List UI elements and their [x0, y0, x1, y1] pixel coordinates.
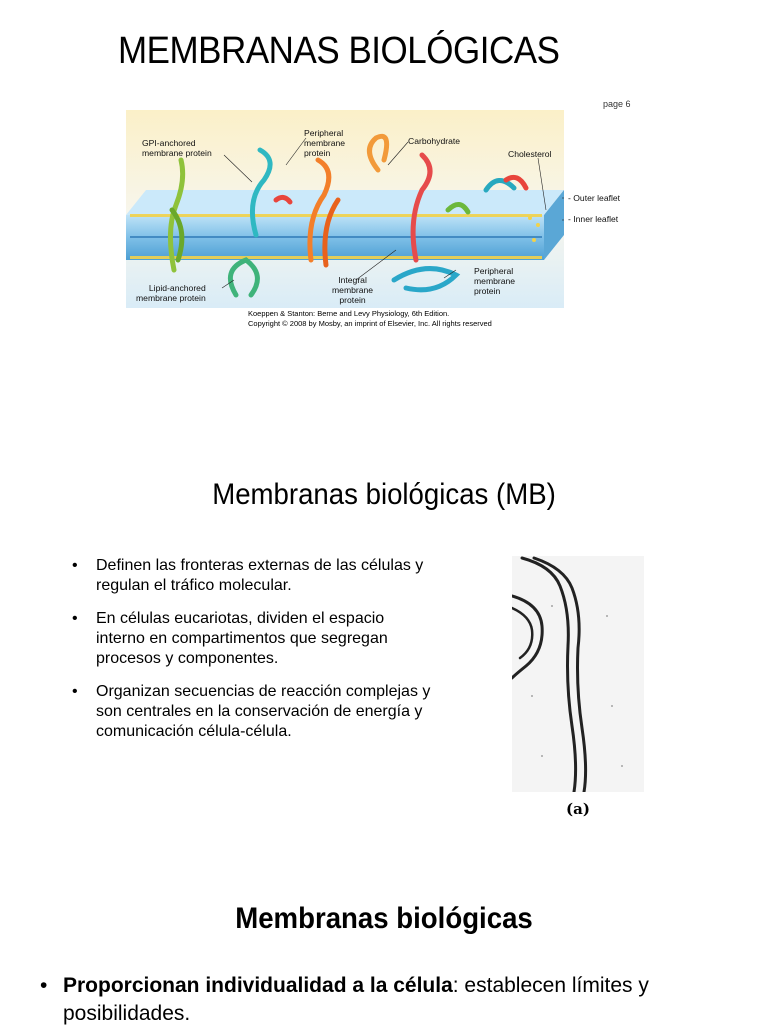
figure-credit: Koeppen & Stanton: Berne and Levy Physio…: [248, 309, 492, 329]
bullet-bold-text: Proporcionan individualidad a la célula: [63, 974, 453, 997]
bullet-rest-text: : establecen límites y posibilidades.: [63, 974, 649, 1025]
label-outer-leaflet: - Outer leaflet: [568, 193, 621, 203]
label-line: Lipid-anchored: [148, 283, 206, 293]
label-text: Outer leaflet: [573, 193, 621, 203]
credit-line: Koeppen & Stanton: Berne and Levy Physio…: [248, 309, 450, 318]
slide-title-membranas-bold: Membranas biológicas: [235, 902, 533, 935]
bullet-item: Definen las fronteras externas de las cé…: [72, 556, 432, 596]
credit-line: Copyright © 2008 by Mosby, an imprint of…: [248, 319, 492, 328]
label-integral-protein: Integral membrane protein: [332, 275, 373, 305]
bullet-item: En células eucariotas, dividen el espaci…: [72, 609, 432, 669]
bullet-dot: •: [40, 974, 48, 997]
membrane-diagram: [126, 110, 564, 308]
label-line: membrane: [332, 285, 374, 295]
label-line: membrane: [304, 138, 346, 148]
electron-micrograph: [512, 556, 644, 792]
label-gpi-anchored-protein: GPI-anchored membrane protein: [142, 138, 212, 158]
label-line: membrane protein: [142, 148, 212, 158]
slide-title-membranas: MEMBRANAS BIOLÓGICAS: [118, 30, 560, 72]
bullet-text: Proporcionan individualidad a la célula:…: [40, 972, 730, 1028]
label-line: protein: [339, 295, 366, 305]
label-line: membrane protein: [136, 293, 206, 303]
micrograph-caption: (a): [566, 800, 590, 818]
slide-title-mb: Membranas biológicas (MB): [212, 478, 556, 511]
bullet-list: Definen las fronteras externas de las cé…: [72, 556, 432, 755]
label-peripheral-protein-top: Peripheral membrane protein: [304, 128, 345, 158]
label-line: Peripheral: [474, 266, 514, 276]
label-carbohydrate: Carbohydrate: [408, 136, 461, 146]
label-line: membrane: [474, 276, 516, 286]
bullet-item: Organizan secuencias de reacción complej…: [72, 682, 432, 742]
label-inner-leaflet: - Inner leaflet: [568, 214, 619, 224]
label-lipid-anchored-protein: Lipid-anchored membrane protein: [136, 283, 206, 303]
label-line: protein: [474, 286, 501, 296]
label-cholesterol: Cholesterol: [508, 149, 552, 159]
label-line: GPI-anchored: [142, 138, 196, 148]
label-text: Inner leaflet: [573, 214, 619, 224]
label-peripheral-protein-bottom: Peripheral membrane protein: [474, 266, 515, 296]
label-line: protein: [304, 148, 331, 158]
bullet-item-individualidad: • Proporcionan individualidad a la célul…: [40, 972, 730, 1028]
label-line: Integral: [338, 275, 367, 285]
label-line: Peripheral: [304, 128, 344, 138]
figure-page-label: page 6: [603, 99, 631, 109]
